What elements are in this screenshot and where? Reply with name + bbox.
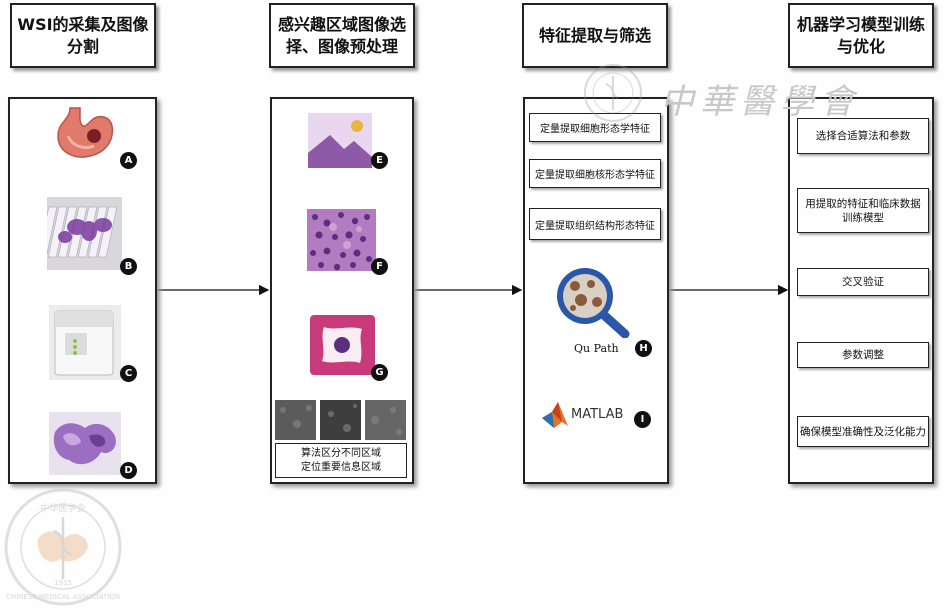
seal-year-text: 1915 (54, 579, 72, 587)
badge-i: I (634, 411, 651, 428)
seal-top-text: 中华医学会 (40, 502, 85, 514)
matlab-label: MATLAB (571, 407, 624, 422)
feature-tissue-structure: 定量提取组织结构形态特征 (529, 208, 661, 240)
qupath-label: Qu Path (574, 342, 619, 355)
he-stained-tissue-image (307, 209, 376, 271)
slide-scanner-image (49, 305, 121, 380)
badge-d: D (120, 462, 137, 479)
step-select-algorithm: 选择合适算法和参数 (797, 118, 929, 154)
watermark-seal-logo: 中华医学会 1915 CHINESE MEDICAL ASSOCIATION (4, 488, 122, 606)
slide-tray-image (47, 197, 122, 270)
badge-c: C (120, 365, 137, 382)
badge-h: H (635, 340, 652, 357)
watermark-calligraphy: 中華醫學會 (660, 82, 860, 122)
region-caption-line2: 定位重要信息区域 (301, 462, 381, 473)
step-cross-validation: 交叉验证 (797, 268, 929, 296)
header-collection-segmentation: WSI的采集及图像 分割 (10, 3, 156, 68)
badge-f: F (371, 258, 388, 275)
wsi-tissue-image (49, 412, 121, 475)
step-parameter-tuning: 参数调整 (797, 342, 929, 368)
watermark-seal-small (584, 64, 642, 122)
image-placeholder-icon (308, 113, 372, 168)
seal-org-text: CHINESE MEDICAL ASSOCIATION (6, 593, 120, 601)
badge-b: B (120, 258, 137, 275)
feature-nucleus-morphology: 定量提取细胞核形态学特征 (529, 159, 661, 188)
badge-e: E (371, 152, 388, 169)
stomach-icon (57, 107, 114, 158)
matlab-logo-icon (542, 402, 568, 428)
badge-a: A (120, 152, 137, 169)
region-caption-box: 算法区分不同区域 定位重要信息区域 (275, 443, 407, 478)
badge-g: G (371, 364, 388, 381)
header-model-training: 机器学习模型训练 与优化 (788, 3, 934, 68)
cell-icon (310, 315, 375, 375)
header-feature-extraction: 特征提取与筛选 (522, 3, 668, 68)
step-train-model: 用提取的特征和临床数据 训练模型 (797, 188, 929, 233)
step-ensure-accuracy: 确保模型准确性及泛化能力 (797, 416, 929, 447)
grayscale-region-images (275, 400, 406, 440)
feature-cell-morphology: 定量提取细胞形态学特征 (529, 113, 661, 142)
header-roi-preprocessing: 感兴趣区域图像选 择、图像预处理 (269, 3, 415, 68)
qupath-logo-icon (557, 268, 630, 338)
region-caption-line1: 算法区分不同区域 (301, 448, 381, 459)
